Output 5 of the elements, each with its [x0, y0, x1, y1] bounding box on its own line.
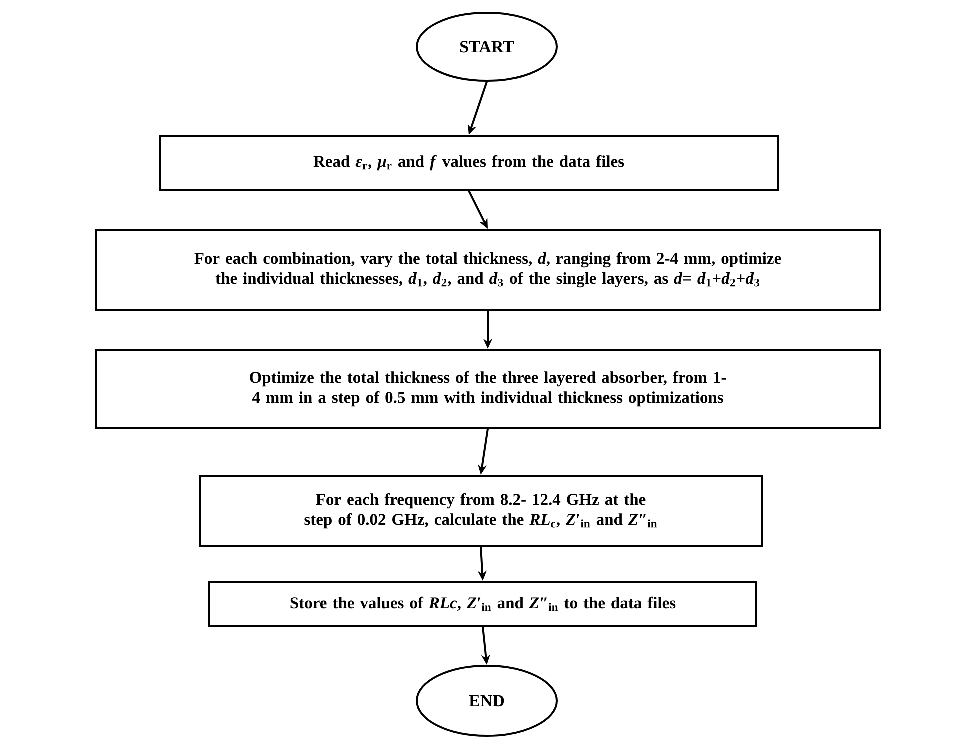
process-box: Read ε$_{r}$, μ$_{r}$ and f values from the data files	[159, 135, 779, 191]
process-box: For each frequency from 8.2- 12.4 GHz at the step of 0.02 GHz, calculate the RL$_{c}$, Z′$_{in}$ and Z″$_{in}$	[199, 475, 763, 547]
process-box: For each combination, vary the total thickness, d, ranging from 2-4 mm, optimize the individual thicknesses, d$_{1}$, d$_{2}$, and d$_{3}$ of the single layers, as d= d$_{1}$+d$_{2}$+d$_{3}$	[95, 229, 881, 311]
process-box: Optimize the total thickness of the three layered absorber, from 1-4 mm in a step of 0.5 mm with individual thickness optimizations	[95, 349, 881, 429]
process-box: Store the values of RLc, Z′$_{in}$ and Z″$_{in}$ to the data files	[208, 581, 758, 627]
